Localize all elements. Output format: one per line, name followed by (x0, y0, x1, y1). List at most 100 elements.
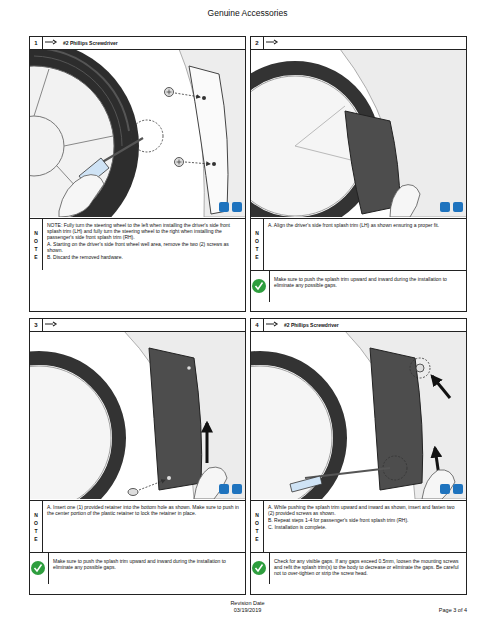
page-title: Genuine Accessories (0, 8, 495, 18)
illustration-part (251, 366, 333, 499)
instruction-text: A. Align the driver's side front splash … (268, 222, 460, 228)
illustration-part (251, 358, 341, 499)
step-number: 4 (251, 319, 264, 331)
step-panel: 2 N O T E A. Align the driver's side front… (250, 36, 467, 312)
illustration-part (219, 202, 229, 212)
illustration-part (212, 162, 216, 166)
note-text-area: A. Align the driver's side front splash … (268, 222, 460, 229)
illustration-part (345, 331, 467, 499)
illustration-part (189, 66, 228, 214)
tool-name: #2 Phillips Screwdriver (284, 319, 339, 331)
instruction-text: A. Insert one (1) provided retainer into… (47, 504, 239, 516)
step-number: 1 (30, 37, 43, 49)
tip-text-area: Make sure to push the splash trim upward… (53, 558, 239, 571)
illustration-part (30, 358, 120, 499)
step-number: 2 (251, 37, 264, 49)
note-box: N O T E A. Align the driver's side front … (251, 218, 466, 270)
illustration-part (45, 322, 56, 326)
illustration-part (295, 106, 345, 146)
illustration-part (124, 331, 246, 499)
check-icon (252, 279, 266, 293)
illustration-part (295, 146, 355, 161)
illustration-part (440, 484, 450, 494)
tool-name: #2 Phillips Screwdriver (63, 37, 118, 49)
illustration-part (256, 565, 263, 572)
note-box: N O T ENOTE: Fully turn the steering whe… (30, 218, 245, 270)
illustration-part (206, 423, 209, 463)
illustration-part (194, 467, 227, 499)
instruction-text: C. Installation is complete. (268, 524, 460, 530)
illustration-part (202, 96, 206, 100)
illustration-part (232, 202, 242, 212)
wheel-scene (251, 331, 467, 499)
illustration-part (165, 88, 174, 97)
tip-text: Check for any visible gaps. If any gaps … (274, 558, 460, 576)
illustration-part (30, 366, 112, 499)
step-header: 1 #2 Phillips Screwdriver (30, 37, 245, 50)
note-marker: N O T E (255, 511, 259, 543)
note-marker: N O T E (34, 511, 38, 543)
note-marker-cell: N O T E (30, 501, 43, 552)
illustration-part (252, 561, 266, 575)
step-header: 4 #2 Phillips Screwdriver (251, 319, 466, 332)
illustration-part (139, 480, 165, 490)
illustration-part (167, 476, 171, 480)
instruction-text: A. While pushing the splash trim upward … (268, 504, 460, 516)
illustration-part (35, 565, 42, 572)
note-box: N O T E A. Insert one (1) provided retain… (30, 500, 245, 552)
tip-text-area: Make sure to push the splash trim upward… (274, 276, 460, 289)
instruction-text: B. Repeat steps 1-4 for passenger's side… (268, 517, 460, 523)
instruction-text: A. Starting on the driver's side front w… (47, 241, 239, 253)
tip-text: Make sure to push the splash trim upward… (53, 558, 239, 570)
illustration-part (187, 366, 191, 370)
illustration-part (453, 484, 463, 494)
illustration-part (232, 484, 242, 494)
tip-text-area: Check for any visible gaps. If any gaps … (274, 558, 460, 577)
step-illustration (0, 40, 246, 251)
wheel-scene (251, 49, 467, 217)
illustration-part (345, 111, 400, 214)
illustration-part (179, 49, 246, 217)
tip-box: Check for any visible gaps. If any gaps … (251, 552, 466, 584)
note-marker: N O T E (34, 229, 38, 261)
illustration-part (59, 175, 104, 217)
illustration-part (266, 322, 277, 326)
illustration-part (167, 90, 172, 95)
illustration-part (175, 158, 184, 167)
illustration-part (256, 283, 263, 290)
step-panel: 1 #2 Phillips Screwdriver N O T ENOTE: Ful… (29, 36, 246, 312)
note-marker: N O T E (255, 229, 259, 261)
note-text-area: A. Insert one (1) provided retainer into… (47, 504, 239, 517)
illustration-part (251, 76, 366, 216)
illustration-part (30, 49, 140, 217)
screw (165, 88, 184, 167)
illustration-part (266, 40, 277, 44)
step-header: 2 (251, 37, 466, 50)
illustration-part (31, 561, 45, 575)
illustration-part (432, 376, 450, 398)
illustration-part (149, 348, 202, 490)
page-number: Page 3 of 4 (439, 607, 467, 614)
retainer (128, 489, 138, 496)
illustration-part (410, 358, 430, 378)
illustration-part (99, 138, 143, 164)
step-panel: 4 #2 Phillips Screwdriver N O T E A. While … (250, 318, 467, 595)
instruction-text: B. Discard the removed hardware. (47, 254, 239, 260)
illustration-part (131, 120, 163, 152)
illustration-part (416, 364, 424, 372)
tip-box: Make sure to push the splash trim upward… (251, 270, 466, 302)
illustration-part (422, 470, 455, 499)
tip-box: Make sure to push the splash trim upward… (30, 552, 245, 584)
step-header: 3 (30, 319, 245, 332)
illustration-part (440, 202, 450, 212)
illustration-part (219, 484, 229, 494)
illustration-part (177, 160, 182, 165)
note-marker-cell: N O T E (251, 501, 264, 552)
wrench-icon (45, 40, 56, 44)
wheel-scene (30, 49, 246, 217)
illustration-part (453, 202, 463, 212)
wheel-scene (30, 331, 246, 499)
step-panel: 3 N O T E A. Insert one (1) provided retai… (29, 318, 246, 595)
note-marker-cell: N O T E (30, 219, 43, 270)
